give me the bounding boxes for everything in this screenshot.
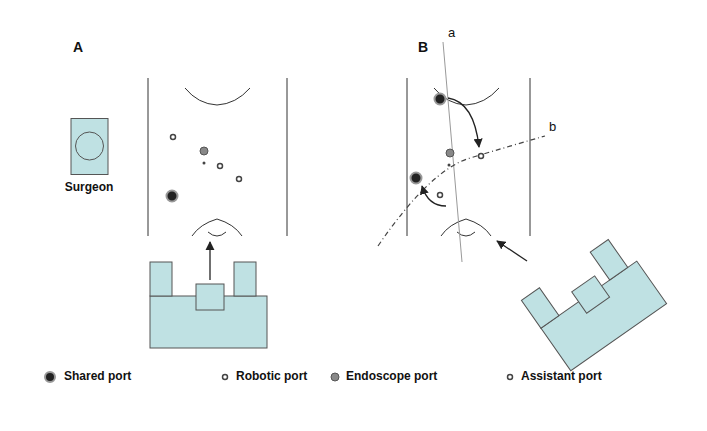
console-seat	[75, 132, 103, 160]
approach-arrow	[497, 241, 527, 261]
robot-cart	[521, 233, 666, 371]
dashed-arc	[378, 136, 545, 246]
axis-line	[443, 42, 462, 262]
surgeon-console: Surgeon	[63, 118, 116, 194]
node-label: Surgeon	[63, 180, 116, 194]
legend-text: Endoscope port	[346, 370, 437, 383]
legend-text: Shared port	[64, 370, 131, 383]
legend-text: Assistant port	[521, 370, 602, 383]
console-box	[71, 119, 108, 175]
panel-letter: A	[73, 40, 83, 55]
panel-letter: B	[418, 40, 428, 55]
torso-outline	[407, 78, 530, 236]
shift-arrow	[448, 98, 479, 147]
legend-text: Robotic port	[236, 370, 307, 383]
line-label: a	[448, 26, 455, 40]
robot-cart	[150, 262, 267, 348]
ports	[411, 94, 484, 198]
line-label: b	[549, 120, 556, 134]
approach-arrow	[209, 242, 210, 280]
shift-arrow	[422, 186, 446, 206]
ports	[167, 135, 242, 202]
torso-outline	[148, 78, 287, 236]
